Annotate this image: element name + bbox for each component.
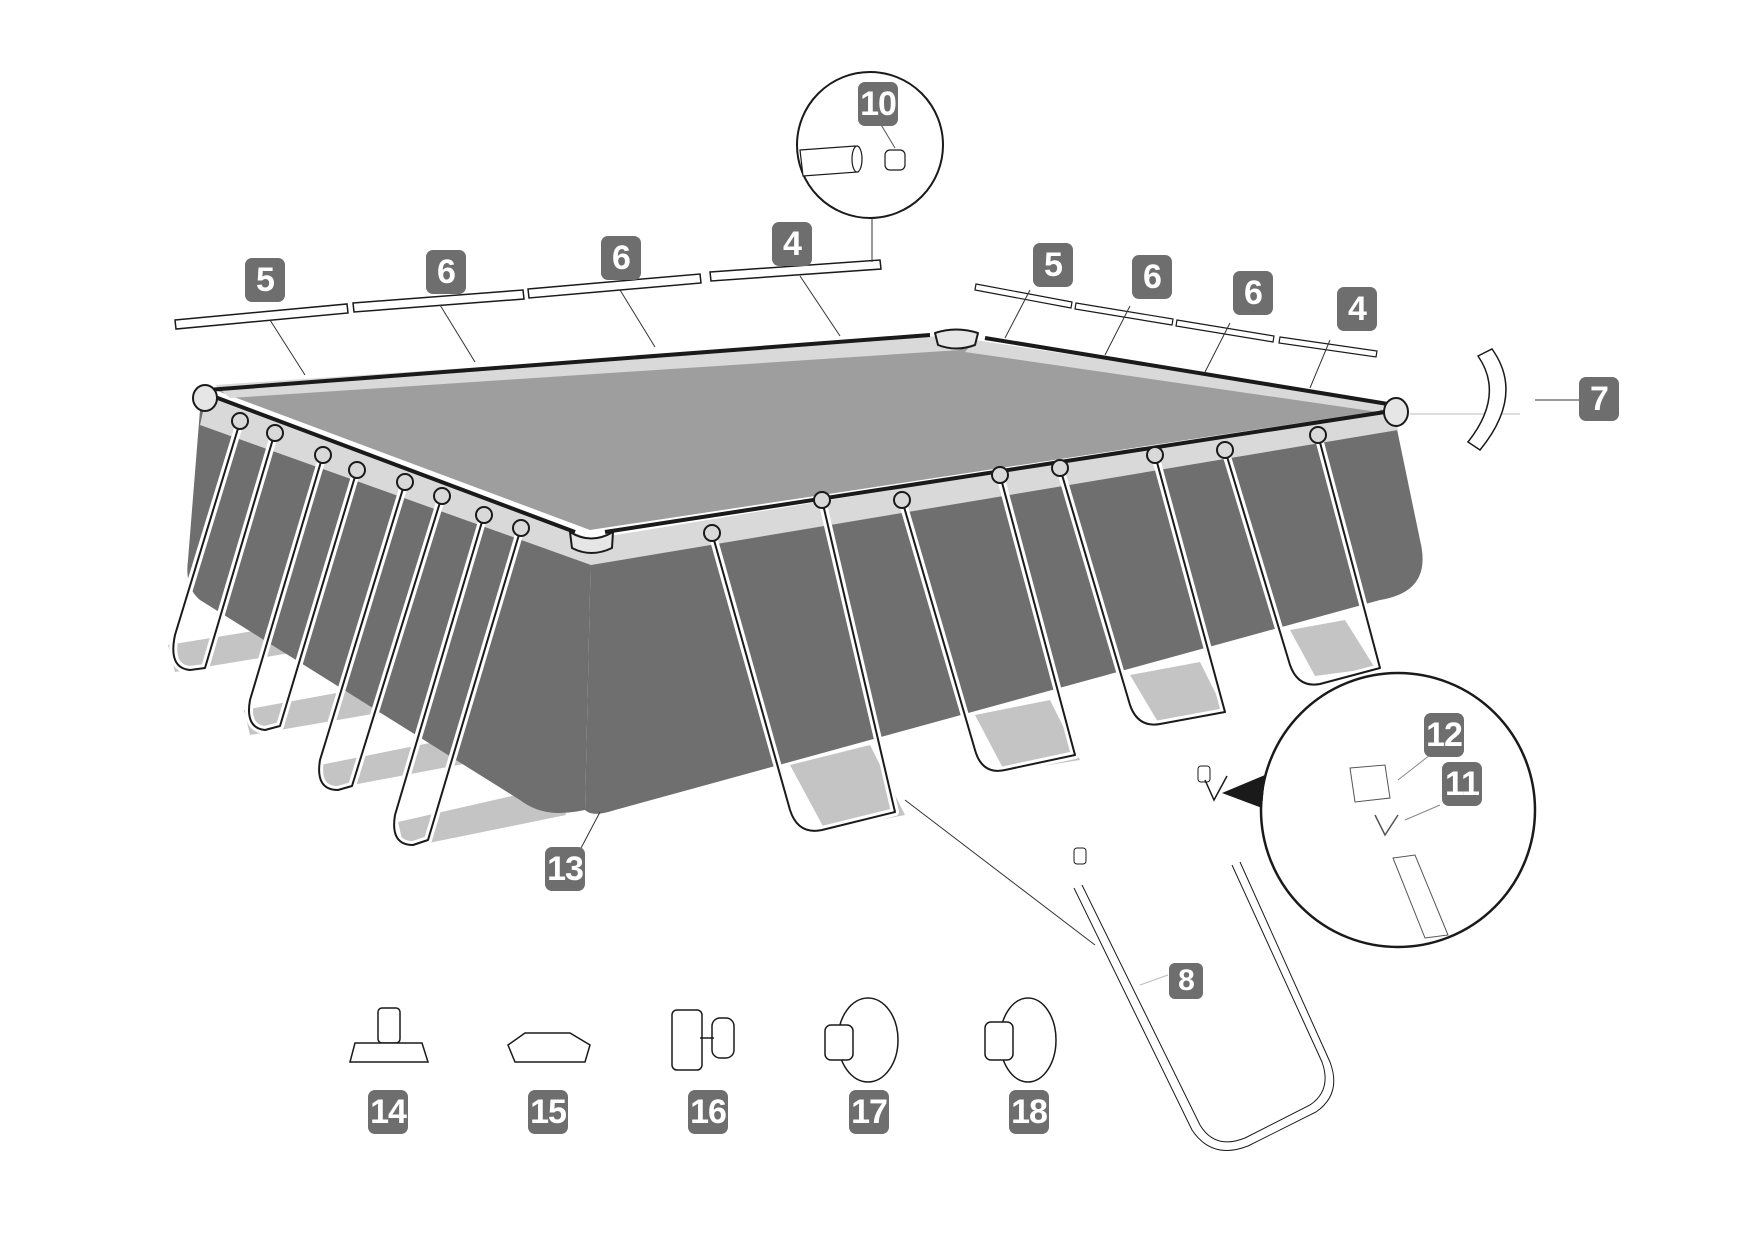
part-label-15: 15 [528,1090,568,1134]
pool-rim-back [215,336,960,398]
pool-top-edge [206,333,1389,534]
leader-lines [269,216,1580,986]
part-label-12: 12 [1424,713,1464,757]
u-leg-part [1073,765,1335,1151]
pool-rim-left [200,394,591,565]
part-label-4-right: 4 [1337,287,1377,331]
part-label-17: 17 [849,1090,889,1134]
leg-straps [168,620,1375,848]
corner-joint-part [1466,348,1507,452]
detail-circle-11-12 [1222,671,1537,949]
pool-assembly [168,328,1423,849]
part-label-13: 13 [545,847,585,891]
pool-wall-front [585,410,1423,814]
part-label-14: 14 [368,1090,408,1134]
part-label-18: 18 [1009,1090,1049,1134]
beams-right-row [974,283,1378,358]
part-label-10: 10 [858,82,898,126]
part-label-6-left-b: 6 [601,236,641,280]
part-label-6-right-a: 6 [1132,255,1172,299]
part-label-5-right: 5 [1033,243,1073,287]
drain-adapter-icon [349,1007,430,1063]
pool-water [215,345,1385,530]
part-label-8: 8 [1169,963,1203,999]
detail-circle-10 [796,71,944,219]
part-label-6-left-a: 6 [426,250,466,294]
plunger-valve-icon [671,1009,735,1071]
corner-joints [192,328,1409,554]
beams-left-row [174,259,882,330]
part-label-16: 16 [688,1090,728,1134]
strainer-connector-icon [824,997,899,1083]
part-label-7: 7 [1579,377,1619,421]
part-label-5-left: 5 [245,258,285,302]
part-label-4-left: 4 [772,222,812,266]
leg-sockets [231,412,1327,542]
pool-legs [169,418,1384,849]
inlet-connector-icon [984,997,1057,1083]
pool-wall-left [187,410,591,813]
drain-cap-icon [507,1032,591,1063]
fittings [349,997,1057,1083]
pool-rim-front [591,408,1398,565]
part-label-11: 11 [1442,762,1482,806]
part-label-6-right-b: 6 [1233,271,1273,315]
